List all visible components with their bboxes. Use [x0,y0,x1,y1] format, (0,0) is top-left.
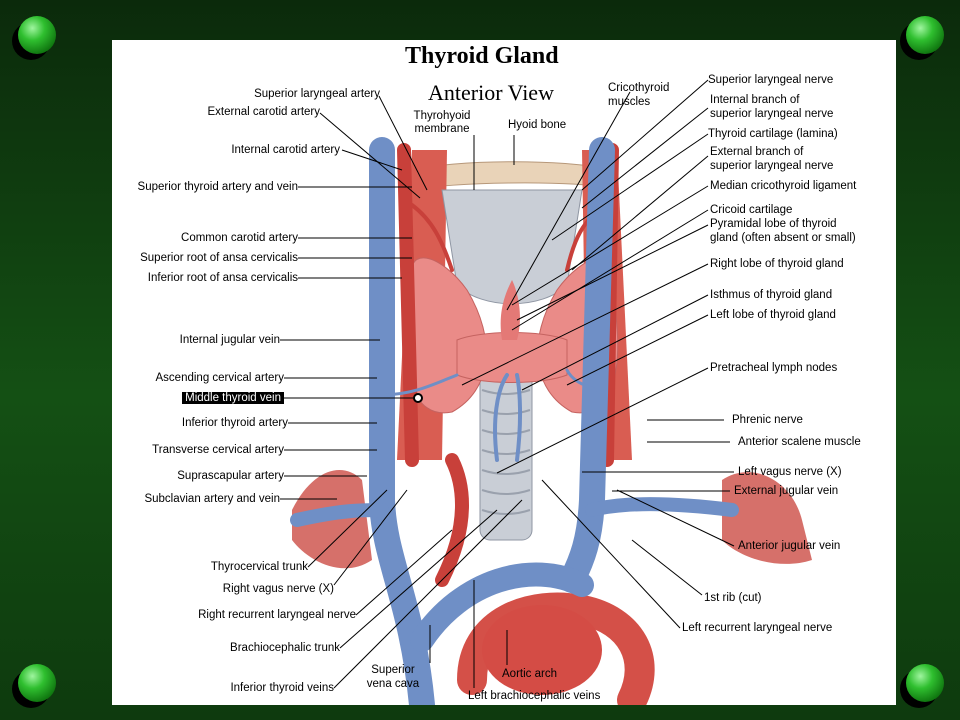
label-right-lobe-thyroid: Right lobe of thyroid gland [710,258,844,270]
thyroid-isthmus [456,332,568,383]
label-external-branch-superior-laryngeal-nerve: superior laryngeal nerve [710,160,834,172]
label-isthmus-thyroid: Isthmus of thyroid gland [710,289,833,301]
label-anterior-jugular-vein: Anterior jugular vein [738,540,841,552]
left-shoulder-muscle [722,472,812,564]
label-inferior-thyroid-artery: Inferior thyroid artery [181,417,288,429]
label-aortic-arch: Aortic arch [502,668,557,680]
label-external-carotid-artery: External carotid artery [207,106,321,118]
label-pretracheal-lymph-nodes: Pretracheal lymph nodes [710,362,838,374]
green-sphere-bullet-icon [12,16,60,60]
label-pyramidal-lobe-note: gland (often absent or small) [710,232,856,244]
label-superior-laryngeal-artery: Superior laryngeal artery [254,88,380,100]
label-brachiocephalic-trunk: Brachiocephalic trunk [230,642,340,654]
label-inferior-thyroid-veins: Inferior thyroid veins [230,682,334,694]
label-anterior-scalene-muscle: Anterior scalene muscle [738,436,861,448]
green-sphere-bullet-icon [900,16,948,60]
label-transverse-cervical-artery: Transverse cervical artery [152,444,284,456]
veins [290,137,739,705]
aortic-arch-region [482,605,602,695]
green-sphere-bullet-icon [900,664,948,708]
green-sphere-bullet-icon [12,664,60,708]
label-thyrocervical-trunk: Thyrocervical trunk [210,561,308,573]
label-inferior-root-ansa-cervicalis: Inferior root of ansa cervicalis [147,272,298,284]
label-superior-laryngeal-nerve: Superior laryngeal nerve [708,74,834,86]
label-external-jugular-vein: External jugular vein [734,485,839,497]
tracheal-rings [481,389,531,515]
label-internal-branch-of: Internal branch of [710,94,800,106]
label-thyrohyoid: Thyrohyoid [413,110,471,122]
label-median-cricothyroid-ligament: Median cricothyroid ligament [710,180,857,192]
label-right-vagus-nerve: Right vagus nerve (X) [222,583,334,595]
label-ascending-cervical-artery: Ascending cervical artery [155,372,284,384]
label-muscles: muscles [608,96,651,108]
label-membrane: membrane [414,123,470,135]
label-thyroid-cartilage-lamina: Thyroid cartilage (lamina) [708,128,838,140]
label-cricoid-cartilage: Cricoid cartilage [710,204,793,216]
label-middle-thyroid-vein: Middle thyroid vein [182,392,284,405]
label-internal-jugular-vein: Internal jugular vein [179,334,280,346]
label-internal-branch-superior-laryngeal-nerve: superior laryngeal nerve [710,108,834,120]
label-external-branch-of: External branch of [710,146,804,158]
label-middle-thyroid-vein-text: Middle thyroid vein [182,392,284,404]
label-cricothyroid: Cricothyroid [608,82,670,94]
label-left-recurrent-laryngeal-nerve: Left recurrent laryngeal nerve [682,622,833,634]
label-subclavian-artery-and-vein: Subclavian artery and vein [144,493,280,505]
label-internal-carotid-artery: Internal carotid artery [231,144,340,156]
label-1st-rib-cut: 1st rib (cut) [704,592,762,604]
label-superior-thyroid-artery-and-vein: Superior thyroid artery and vein [137,181,298,193]
label-right-recurrent-laryngeal-nerve: Right recurrent laryngeal nerve [198,609,356,621]
label-hyoid-bone: Hyoid bone [508,119,567,131]
label-left-vagus-nerve: Left vagus nerve (X) [738,466,842,478]
label-pyramidal-lobe: Pyramidal lobe of thyroid [710,218,837,230]
label-phrenic-nerve: Phrenic nerve [732,414,803,426]
slide-title: Thyroid Gland [405,43,559,69]
label-left-lobe-thyroid: Left lobe of thyroid gland [710,309,836,321]
thyroid-anatomy-illustration [280,79,812,705]
label-vena-cava: vena cava [366,678,420,690]
leader-lines [280,79,735,689]
anatomy-figure-panel: Thyroid Gland Anterior View Superior lar… [112,40,896,705]
label-superior-root-ansa-cervicalis: Superior root of ansa cervicalis [140,252,298,264]
label-suprascapular-artery: Suprascapular artery [177,470,284,482]
label-left-brachiocephalic-veins: Left brachiocephalic veins [468,690,601,702]
middle-thyroid-vein-marker [413,393,423,403]
label-common-carotid-artery: Common carotid artery [181,232,298,244]
slide-subtitle: Anterior View [428,80,554,105]
label-superior: Superior [371,664,415,676]
